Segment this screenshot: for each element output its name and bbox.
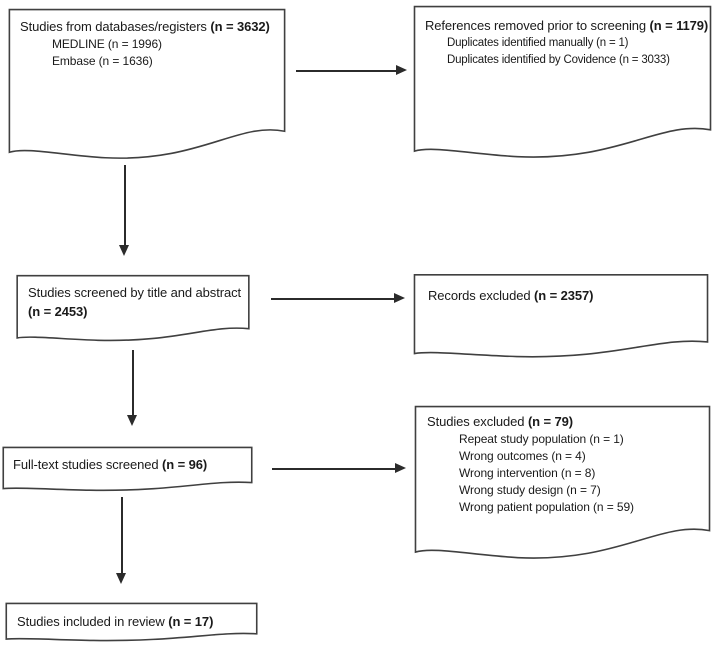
- box-title: Full-text studies screened (n = 96): [13, 455, 249, 474]
- box-subitem: Wrong patient population (n = 59): [459, 500, 634, 514]
- arrow-fulltext-to-included: [117, 497, 125, 584]
- document-shape-outline: [413, 5, 712, 163]
- arrow-databases-to-screened: [120, 165, 128, 256]
- box-title-text: Studies screened by title and abstract: [28, 285, 241, 300]
- document-shape-outline: [8, 8, 286, 164]
- box-studies-from-databases: Studies from databases/registers (n = 36…: [8, 8, 286, 164]
- box-title-count: (n = 2453): [28, 304, 88, 319]
- box-fulltext-screened: Full-text studies screened (n = 96): [2, 447, 253, 492]
- box-title-count: (n = 79): [527, 414, 574, 429]
- box-title: Studies excluded (n = 79): [427, 412, 709, 431]
- box-subitem: Duplicates identified by Covidence (n = …: [447, 54, 670, 66]
- box-subitem: Embase (n = 1636): [52, 54, 153, 68]
- box-title-count: (n = 1179): [649, 18, 709, 33]
- box-studies-excluded: Studies excluded (n = 79) Repeat study p…: [414, 405, 711, 564]
- box-references-removed: References removed prior to screening (n…: [413, 5, 712, 163]
- box-title: Records excluded (n = 2357): [428, 286, 705, 305]
- arrow-fulltext-to-studies-excluded: [272, 464, 406, 472]
- arrow-databases-to-removed: [296, 66, 407, 74]
- box-title-text: References removed prior to screening: [425, 18, 650, 33]
- box-title: Studies from databases/registers (n = 36…: [20, 17, 282, 36]
- arrow-screened-to-fulltext: [128, 350, 136, 426]
- box-title-text: Studies included in review: [17, 614, 169, 629]
- document-shape-outline: [2, 447, 253, 492]
- document-shape-outline: [414, 405, 711, 564]
- box-records-excluded: Records excluded (n = 2357): [413, 274, 709, 360]
- box-title-text: Records excluded: [428, 288, 534, 303]
- box-title-text: Studies from databases/registers: [20, 19, 211, 34]
- box-subitem: Wrong outcomes (n = 4): [459, 449, 586, 463]
- box-title-count: (n = 3632): [210, 19, 270, 34]
- box-subitem: Duplicates identified manually (n = 1): [447, 37, 629, 49]
- box-studies-included: Studies included in review (n = 17): [5, 603, 258, 642]
- box-subitem: Repeat study population (n = 1): [459, 432, 624, 446]
- box-studies-screened: Studies screened by title and abstract (…: [16, 275, 250, 343]
- box-title-text: Full-text studies screened: [13, 457, 163, 472]
- box-title-count: (n = 96): [162, 457, 208, 472]
- box-subitem: Wrong study design (n = 7): [459, 483, 601, 497]
- box-title: Studies included in review (n = 17): [17, 612, 254, 631]
- document-shape-outline: [413, 274, 709, 360]
- box-title-count: (n = 2357): [533, 288, 594, 303]
- document-shape-outline: [5, 603, 258, 642]
- box-title: Studies screened by title and abstract (…: [28, 283, 246, 321]
- document-shape-outline: [16, 275, 250, 343]
- box-subitem: Wrong intervention (n = 8): [459, 466, 596, 480]
- arrow-screened-to-records-excluded: [271, 294, 405, 302]
- box-title: References removed prior to screening (n…: [425, 16, 710, 35]
- box-title-text: Studies excluded: [427, 414, 528, 429]
- box-title-count: (n = 17): [168, 614, 214, 629]
- box-subitem: MEDLINE (n = 1996): [52, 37, 162, 51]
